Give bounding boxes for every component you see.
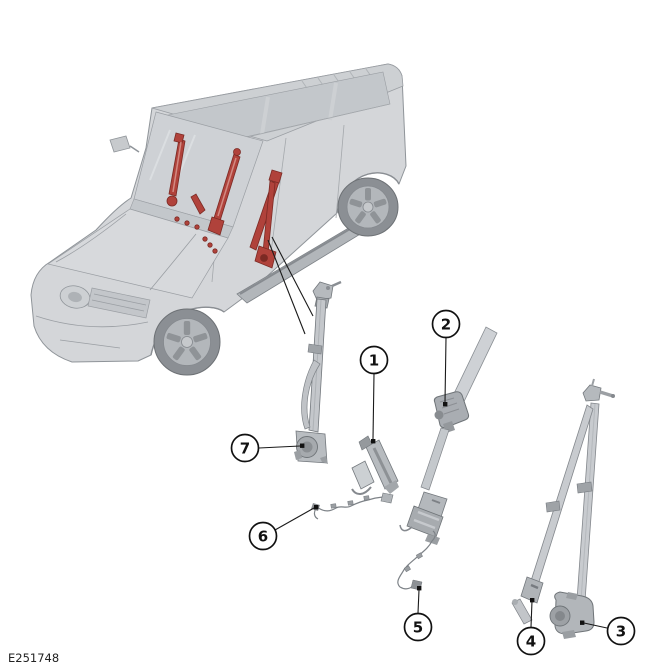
part-3-right-belt-clip [576,481,593,494]
part-1-buckle-pretensioner-illustration [351,435,399,495]
window-pillars [260,82,338,135]
callout-7[interactable]: 7 [230,433,305,463]
callout-3-number: 3 [616,623,626,641]
part-7-guide-clip [307,343,323,355]
highlight-a-pillar-anchor [166,195,178,207]
vehicle-to-parts-leader-lines [267,236,314,335]
callout-5-number: 5 [413,619,423,637]
callout-4-number: 4 [526,633,536,651]
highlight-a-pillar-tab [173,132,185,144]
part-6-bracket [380,492,394,504]
seatbelt-highlights [166,132,283,269]
callout-4[interactable]: 4 [516,598,546,656]
callout-2[interactable]: 2 [431,309,461,407]
part-3-top-bracket [582,384,602,402]
part-1-side-bracket [351,460,375,490]
callout-3[interactable]: 3 [580,616,636,646]
side-step-treads [239,228,351,295]
part-3-left-belt-clip [545,500,561,513]
callout-6-number: 6 [258,528,268,546]
callout-2-number: 2 [441,316,451,334]
front-wheel [153,308,221,376]
callout-7-number: 7 [240,440,250,458]
rear-wheel [337,177,399,237]
highlight-buckle-strip [190,193,206,215]
part-3-seatbelt-assembly-illustration [511,378,615,639]
side-mirror [109,135,131,153]
grille [87,287,151,319]
callout-1[interactable]: 1 [359,345,389,444]
highlight-center-tab [233,148,241,156]
callout-6[interactable]: 6 [248,505,319,551]
part-1-cable [351,486,372,495]
highlight-center-anchor [207,216,225,236]
part-2-lower-belt [420,427,450,491]
hood-seams [55,213,197,291]
part-2-seatbelt-retractor-illustration [399,326,498,545]
bumper-line [35,315,149,349]
highlight-b-pillar-bracket [268,169,283,184]
vehicle-illustration [30,63,407,376]
part-7-seatbelt-retractor-illustration [294,280,342,464]
callout-1-number: 1 [369,352,379,370]
part-7-webbing-loop [301,359,321,430]
mirror-stalk [129,145,140,153]
figure-reference-code: E251748 [8,651,59,665]
part-4-latch-plate [520,576,544,604]
callout-5[interactable]: 5 [403,586,433,642]
highlight-fasteners [174,216,218,254]
grille-slats [91,293,147,312]
headlight-inner [68,291,82,303]
part-6-wiring-harness-illustration [311,492,394,520]
